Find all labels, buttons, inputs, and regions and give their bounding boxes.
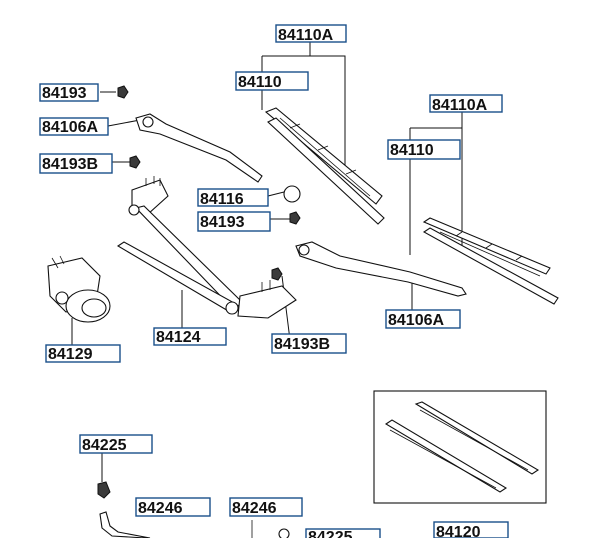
- wiper-blade-rh: [264, 107, 385, 225]
- wiper-arm-rh: [295, 241, 467, 297]
- part-label-84110-rh[interactable]: 84110: [235, 71, 309, 91]
- part-label-84106A-rh[interactable]: 84106A: [385, 309, 461, 329]
- svg-text:84129: 84129: [48, 346, 93, 363]
- refill-set: [373, 390, 547, 504]
- part-label-84246-mid[interactable]: 84246: [229, 497, 303, 517]
- svg-text:84116: 84116: [200, 191, 244, 208]
- svg-text:84193B: 84193B: [274, 336, 330, 353]
- svg-text:84246: 84246: [232, 500, 277, 517]
- washer-hose: [97, 481, 290, 538]
- svg-text:84225: 84225: [308, 529, 353, 538]
- part-label-84116[interactable]: 84116: [197, 188, 269, 208]
- part-label-84110-lh[interactable]: 84110: [387, 139, 461, 160]
- svg-text:84193B: 84193B: [42, 156, 98, 173]
- wiper-linkage: [116, 176, 297, 319]
- part-label-84193-a[interactable]: 84193: [39, 83, 99, 102]
- part-label-84120[interactable]: 84120: [433, 521, 509, 538]
- svg-text:84193: 84193: [200, 214, 245, 231]
- svg-text:84246: 84246: [138, 500, 183, 517]
- part-label-84106A-lh[interactable]: 84106A: [39, 117, 109, 136]
- svg-text:84110: 84110: [238, 74, 282, 91]
- part-label-84246-left[interactable]: 84246: [135, 497, 211, 517]
- svg-text:84110A: 84110A: [278, 27, 334, 44]
- part-label-84193B-lower[interactable]: 84193B: [271, 333, 347, 354]
- svg-text:84110: 84110: [390, 142, 434, 159]
- part-label-84129[interactable]: 84129: [45, 344, 121, 363]
- part-label-84193B-upper[interactable]: 84193B: [39, 153, 113, 174]
- svg-text:84106A: 84106A: [42, 119, 98, 136]
- part-label-84193-mid[interactable]: 84193: [197, 211, 271, 232]
- part-label-84225[interactable]: 84225: [79, 434, 153, 454]
- wiper-arm-lh: [135, 113, 263, 183]
- svg-text:84193: 84193: [42, 85, 87, 102]
- svg-text:84124: 84124: [156, 329, 201, 346]
- svg-text:84120: 84120: [436, 524, 481, 538]
- wiper-motor: [47, 255, 111, 323]
- wiper-blade-lh: [422, 217, 559, 305]
- svg-text:84110A: 84110A: [432, 97, 488, 114]
- part-label-84124[interactable]: 84124: [153, 327, 227, 346]
- svg-text:84225: 84225: [82, 437, 127, 454]
- part-label-84225-bottom[interactable]: 84225: [305, 528, 381, 538]
- nuts: [117, 85, 301, 281]
- part-label-84110A-lh[interactable]: 84110A: [429, 94, 503, 114]
- svg-text:84106A: 84106A: [388, 312, 444, 329]
- part-label-84110A-rh[interactable]: 84110A: [275, 24, 347, 44]
